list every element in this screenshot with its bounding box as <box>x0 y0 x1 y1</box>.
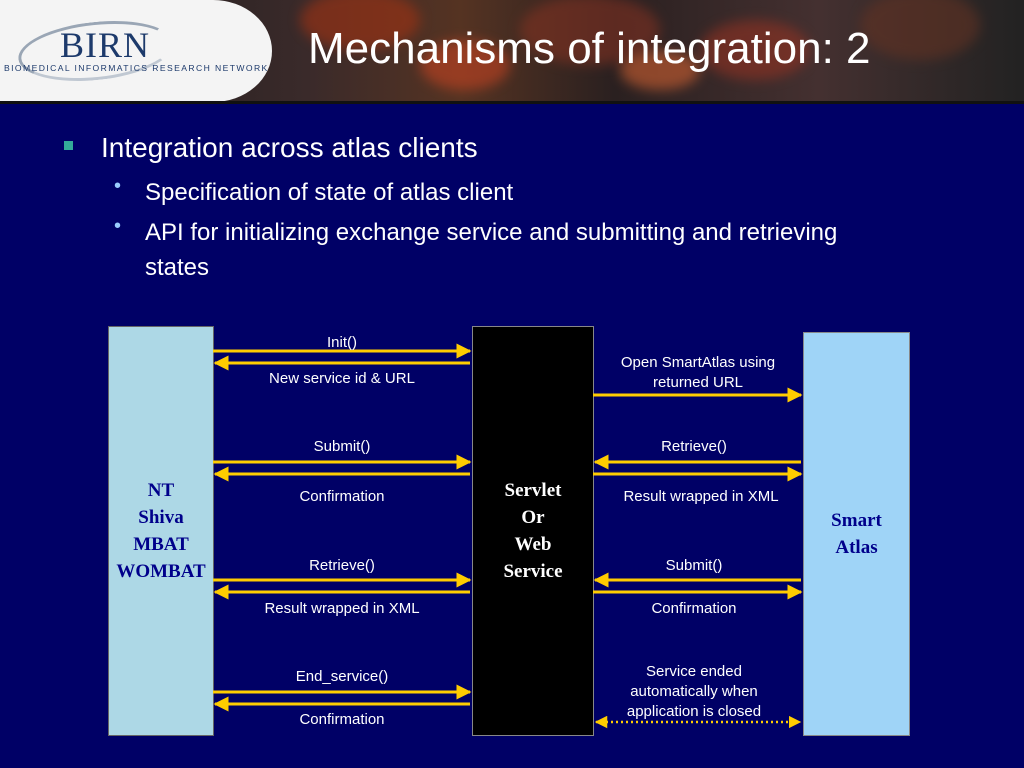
label-retrieve-left: Retrieve() <box>309 557 375 574</box>
label-result-xml-right: Result wrapped in XML <box>623 488 779 505</box>
label-confirmation-left: Confirmation <box>299 488 385 505</box>
bullet-main-text: Integration across atlas clients <box>101 132 478 163</box>
label-open-smartatlas: Open SmartAtlas using returned URL <box>620 354 776 391</box>
bullet-sub-1-text: Specification of state of atlas client <box>145 179 514 206</box>
label-confirmation-right: Confirmation <box>651 600 737 617</box>
logo-panel: BIRN BIOMEDICAL INFORMATICS RESEARCH NET… <box>0 0 272 102</box>
client-box-line: WOMBAT <box>116 561 206 582</box>
client-box-line: Shiva <box>138 507 184 528</box>
label-service-ended: Service ended automatically when applica… <box>626 663 762 720</box>
label-submit-left: Submit() <box>313 438 371 455</box>
label-init: Init() <box>327 334 357 351</box>
header-divider <box>0 101 1024 104</box>
smart-atlas-box-line: Atlas <box>835 537 878 558</box>
page-title: Mechanisms of integration: 2 <box>308 24 871 73</box>
label-submit-right: Submit() <box>665 557 723 574</box>
client-box-line: MBAT <box>133 534 189 555</box>
smart-atlas-box-line: Smart <box>831 510 882 531</box>
service-box-line: Web <box>514 534 552 555</box>
bullet-sub-2-text: API for initializing exchange service an… <box>145 219 838 281</box>
smart-atlas-box: Smart Atlas <box>803 332 910 736</box>
label-result-xml-left: Result wrapped in XML <box>264 600 420 617</box>
service-box: Servlet Or Web Service <box>472 326 594 736</box>
client-box: NT Shiva MBAT WOMBAT <box>108 326 214 736</box>
label-retrieve-right: Retrieve() <box>661 438 727 455</box>
header-banner: BIRN BIOMEDICAL INFORMATICS RESEARCH NET… <box>0 0 1024 104</box>
label-end-service: End_service() <box>295 668 389 685</box>
service-box-line: Service <box>503 561 563 582</box>
label-confirmation-end: Confirmation <box>299 711 385 728</box>
logo-subtitle: BIOMEDICAL INFORMATICS RESEARCH NETWORK <box>4 63 269 73</box>
logo-text: BIRN <box>60 25 151 65</box>
dot-bullet-icon: • <box>114 215 122 237</box>
client-box-line: NT <box>147 480 175 501</box>
square-bullet-icon <box>64 141 73 150</box>
service-box-line: Servlet <box>504 480 562 501</box>
label-new-service-id: New service id & URL <box>269 370 415 387</box>
service-box-line: Or <box>521 507 545 528</box>
dot-bullet-icon: • <box>114 175 122 197</box>
